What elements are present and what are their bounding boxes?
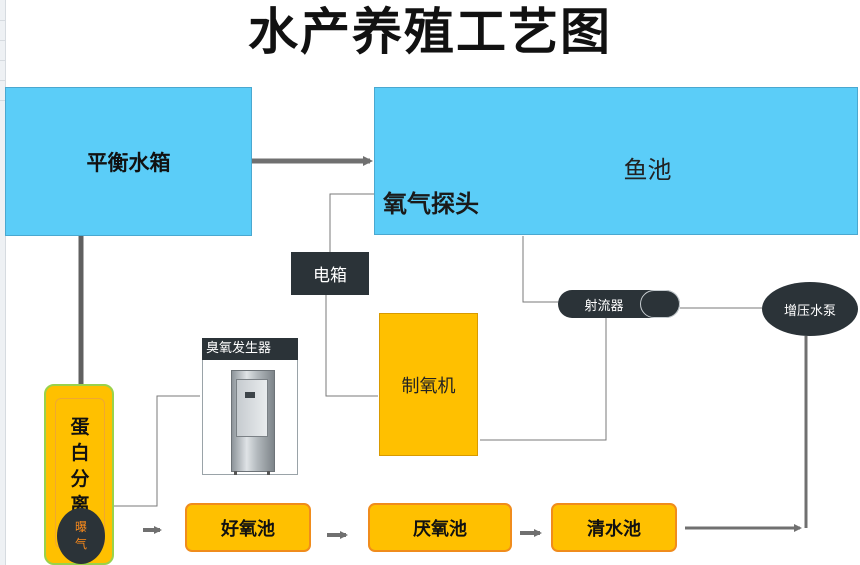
spreadsheet-row-gutter [0, 0, 6, 565]
ejector: 射流器 [558, 290, 680, 318]
aerobic-pond: 好氧池 [185, 503, 311, 552]
gutter-tick [0, 100, 6, 101]
fish-pond-label: 鱼池 [623, 156, 672, 184]
ozone-machine-panel [245, 392, 255, 398]
gutter-tick [0, 40, 6, 41]
gutter-tick [0, 80, 6, 81]
ozone-generator-label: 臭氧发生器 [202, 338, 298, 360]
pipe-ejector-to-maker [480, 318, 607, 441]
clear-water-pond: 清水池 [551, 503, 677, 552]
fish-pond: 鱼池 氧气探头 [374, 87, 858, 235]
ozone-machine-feet [234, 471, 270, 475]
aeration-label: 曝气 [74, 520, 87, 551]
ejector-label: 射流器 [584, 298, 624, 314]
wire-probe-to-box [329, 193, 376, 252]
anaerobic-pond: 厌氧池 [368, 503, 512, 552]
electric-box: 电箱 [291, 252, 369, 295]
ozone-generator-image [202, 360, 298, 475]
gutter-tick [0, 60, 6, 61]
ozone-machine-door [236, 379, 268, 437]
wire-box-to-maker [325, 295, 378, 397]
wire-ozone-to-separator [72, 395, 200, 507]
ejector-nozzle [640, 290, 680, 318]
balance-tank: 平衡水箱 [5, 87, 252, 236]
protein-separator: 蛋白分离 曝气 [44, 384, 114, 565]
gutter-tick [0, 20, 6, 21]
oxygen-probe-label: 氧气探头 [383, 190, 479, 218]
ozone-machine-body [231, 370, 275, 475]
protein-separator-label: 蛋白分离 [70, 416, 90, 516]
oxygen-maker: 制氧机 [379, 313, 478, 456]
booster-pump: 增压水泵 [762, 282, 858, 336]
aeration-node: 曝气 [57, 508, 105, 564]
diagram-title: 水产养殖工艺图 [248, 2, 612, 61]
pipe-pond-to-ejector [522, 236, 558, 303]
